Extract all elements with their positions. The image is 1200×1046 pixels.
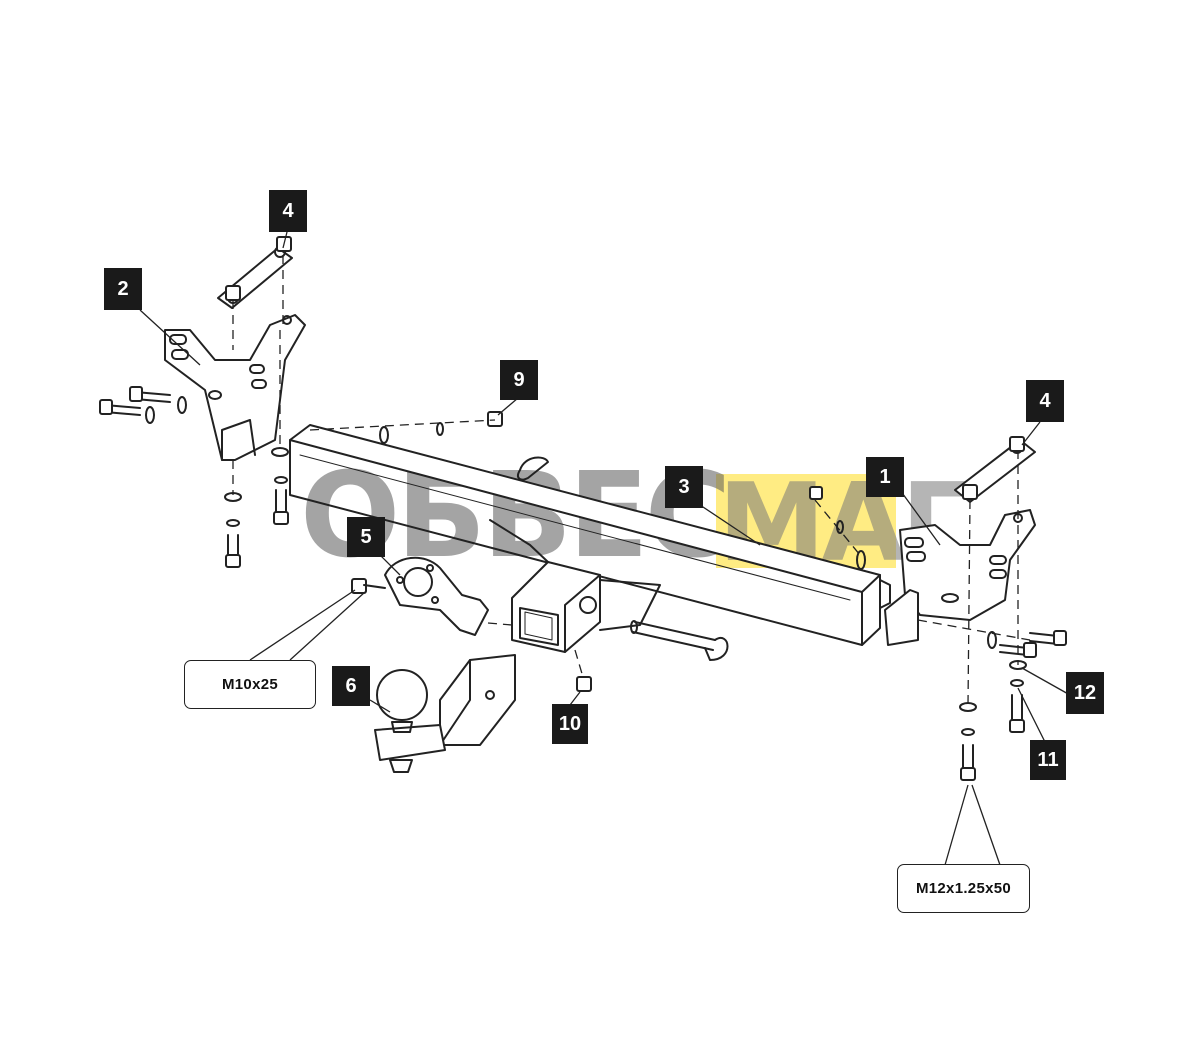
callout-9: 9 [500,360,538,400]
callout-3: 3 [665,466,703,508]
leader-lines [139,231,1071,866]
callout-2: 2 [104,268,142,310]
callout-5: 5 [347,517,385,557]
assembly-guides [232,255,1031,706]
left-bolts [99,386,289,568]
bolt-spec-m10: M10x25 [184,660,316,709]
callout-4-left: 4 [269,190,307,232]
hitch-pin [630,620,729,661]
left-bracket [164,314,306,461]
callout-10: 10 [552,704,588,744]
callout-4-right: 4 [1026,380,1064,422]
right-bracket [884,509,1036,646]
socket-plate [384,556,489,636]
callout-11: 11 [1030,740,1066,780]
nuts-washers [225,236,1025,692]
tow-ball [374,654,516,773]
callout-12: 12 [1066,672,1104,714]
callout-1: 1 [866,457,904,497]
main-cross-beam [289,424,891,646]
receiver-hitch [489,519,661,653]
retaining-clip [517,456,549,481]
callout-6: 6 [332,666,370,706]
bolt-spec-m12: M12x1.25x50 [897,864,1030,913]
